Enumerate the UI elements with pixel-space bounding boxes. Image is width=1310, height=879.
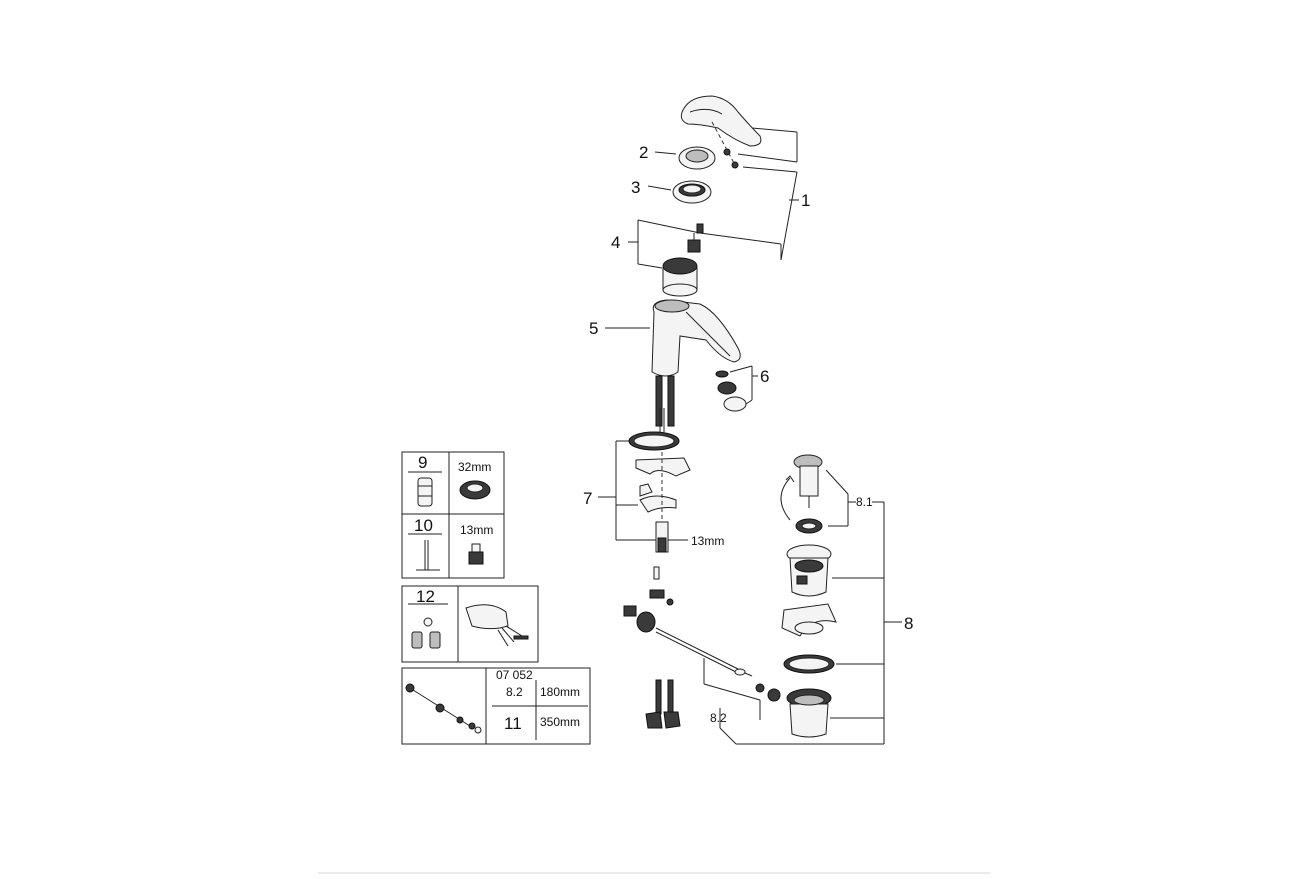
cap-ring-icon: [678, 146, 716, 170]
callout-8-bracket: [719, 469, 902, 745]
callout-1-label: 1: [801, 191, 810, 210]
pop-up-rod-icon: [623, 566, 781, 702]
waste-set-icon: [780, 454, 837, 738]
callout-2-leader: [654, 151, 677, 155]
legend-12-number: 12: [416, 587, 435, 606]
legend-box-11-table: [401, 667, 591, 745]
callout-6-bracket: [729, 365, 758, 405]
adapter-icon: [468, 543, 484, 565]
cartridge-icon: [662, 223, 704, 297]
spray-aerator-icon: [465, 604, 529, 647]
lever-handle-icon: [680, 95, 762, 169]
callout-8-2-bracket: [703, 658, 761, 728]
legend-box-9-10: [401, 451, 505, 579]
callout-7-label: 7: [583, 489, 592, 508]
legend-table-row-length: 350mm: [540, 715, 580, 729]
legend-table-row-item: 11: [504, 714, 522, 733]
hex-key-icon: [416, 540, 440, 571]
nut-icon: [459, 480, 491, 500]
aerator-icon: [715, 370, 747, 412]
cartridge-tool-icon: [417, 477, 433, 507]
callout-3-leader: [647, 185, 672, 191]
callout-7-bracket: [598, 440, 688, 541]
callout-1-bracket: [699, 127, 799, 261]
legend-10-number: 10: [414, 516, 433, 535]
callout-8-2-label: 8.2: [710, 711, 727, 725]
callout-4-label: 4: [611, 233, 620, 252]
legend-9-number: 9: [418, 453, 427, 472]
callout-8-label: 8: [904, 614, 913, 633]
seal-pieces-icon: [411, 617, 441, 649]
spout-body-icon: [651, 299, 741, 427]
legend-9-size: 32mm: [458, 460, 491, 474]
mounting-set-icon: [628, 408, 691, 553]
callout-6-label: 6: [760, 367, 769, 386]
legend-table-row-item: 8.2: [506, 685, 523, 699]
legend-table-row-length: 180mm: [540, 685, 580, 699]
legend-10-size: 13mm: [460, 523, 493, 537]
callout-5-label: 5: [589, 319, 598, 338]
flex-hose-icon: [645, 679, 681, 729]
callout-2-label: 2: [639, 143, 648, 162]
hose-tool-icon: [405, 683, 482, 734]
callout-3-label: 3: [631, 178, 640, 197]
callout-4-bracket: [628, 219, 701, 269]
legend-table-code: 07 052: [496, 668, 533, 682]
callout-7-size: 13mm: [691, 534, 724, 548]
collar-ring-icon: [672, 180, 712, 204]
callout-8-1-label: 8.1: [856, 495, 873, 509]
